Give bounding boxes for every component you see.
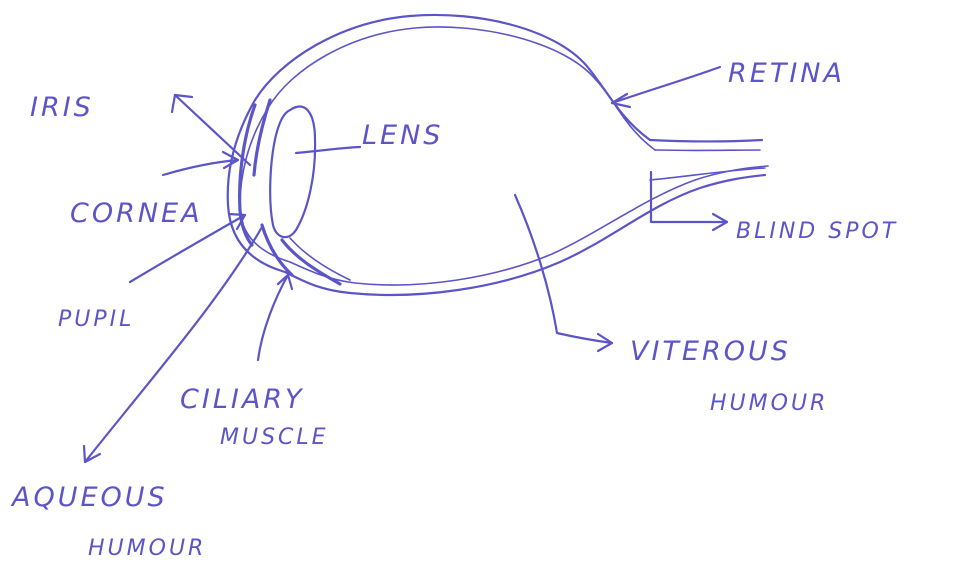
- lens: [270, 107, 315, 238]
- sclera-bottom-inner: [240, 166, 768, 285]
- label-viterous-1: VITEROUS: [630, 336, 791, 367]
- retina-arrow-line: [612, 67, 720, 103]
- label-aqueous-1: AQUEOUS: [10, 482, 168, 513]
- ciliary-pointer: [258, 275, 288, 360]
- label-cornea: CORNEA: [70, 198, 203, 229]
- label-viterous-2: HUMOUR: [710, 391, 828, 416]
- viterous-pointer: [515, 195, 612, 343]
- iris-stroke-top: [254, 100, 270, 175]
- sclera-bottom-outer: [228, 175, 765, 295]
- label-retina: RETINA: [728, 58, 845, 89]
- optic-nerve-top: [650, 140, 762, 142]
- lens-pointer: [296, 147, 360, 153]
- label-ciliary-2: MUSCLE: [220, 425, 329, 450]
- label-lens: LENS: [362, 120, 443, 151]
- label-ciliary-1: CILIARY: [180, 384, 305, 415]
- label-pupil: PUPIL: [58, 307, 134, 332]
- label-iris: IRIS: [30, 92, 94, 123]
- label-blind-spot: BLIND SPOT: [736, 219, 898, 244]
- label-aqueous-2: HUMOUR: [88, 536, 206, 561]
- iris-arrow-line: [175, 95, 250, 165]
